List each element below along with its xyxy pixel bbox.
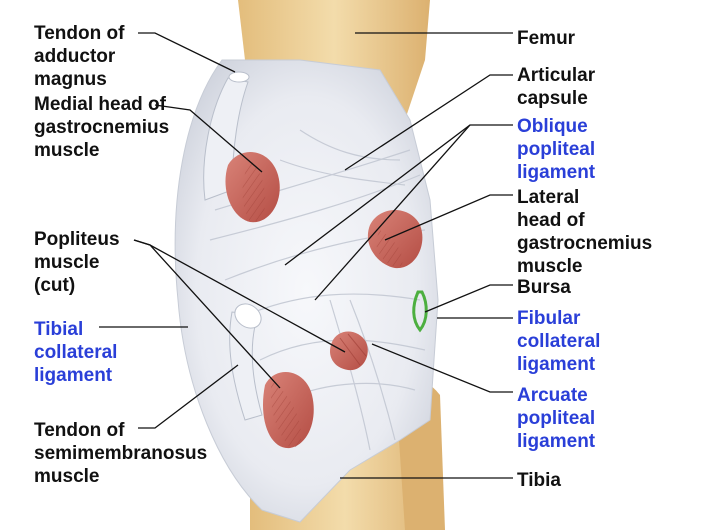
label-line: popliteal	[517, 408, 596, 429]
label-popliteus-muscle: Popliteus muscle (cut)	[34, 228, 120, 297]
bursa-shape	[412, 290, 428, 333]
semimembranosus-tendon-shape	[229, 311, 263, 421]
label-line: semimembranosus	[34, 443, 208, 464]
label-medial-head-gastrocnemius: Medial head of gastrocnemius muscle	[34, 93, 169, 162]
label-line: collateral	[517, 331, 601, 352]
adductor-tendon-shape	[203, 77, 249, 201]
label-line: Tibial	[34, 319, 84, 340]
label-line: popliteal	[517, 139, 596, 160]
label-line: magnus	[34, 69, 107, 90]
leader-lines	[99, 32, 513, 479]
label-line: ligament	[517, 431, 596, 452]
label-tibia: Tibia	[517, 469, 561, 492]
label-bursa: Bursa	[517, 276, 571, 299]
label-line: muscle	[34, 252, 100, 273]
label-line: adductor	[34, 46, 116, 67]
label-line: Tendon of	[34, 420, 125, 441]
label-line: Lateral	[517, 187, 580, 208]
label-tendon-semimembranosus: Tendon of semimembranosus muscle	[34, 419, 207, 488]
label-line: gastrocnemius	[517, 233, 653, 254]
label-arcuate-popliteal-ligament: Arcuate popliteal ligament	[517, 384, 595, 453]
label-line: Tibia	[517, 470, 561, 491]
label-line: ligament	[517, 354, 596, 375]
label-line: Arcuate	[517, 385, 588, 406]
popliteus-muscle	[329, 331, 368, 371]
label-line: collateral	[34, 342, 118, 363]
label-oblique-popliteal-ligament: Oblique popliteal ligament	[517, 115, 595, 184]
label-line: Oblique	[517, 116, 588, 137]
label-line: Femur	[517, 28, 576, 49]
label-femur: Femur	[517, 27, 575, 50]
label-line: ligament	[34, 365, 113, 386]
label-fibular-collateral-ligament: Fibular collateral ligament	[517, 307, 600, 376]
label-line: Medial head of	[34, 94, 166, 115]
label-line: Bursa	[517, 277, 571, 298]
label-line: muscle	[34, 140, 100, 161]
label-line: Tendon of	[34, 23, 125, 44]
label-line: Fibular	[517, 308, 581, 329]
label-line: ligament	[517, 162, 596, 183]
label-line: head of	[517, 210, 585, 231]
label-line: muscle	[517, 256, 583, 277]
label-line: Popliteus	[34, 229, 120, 250]
label-line: Articular	[517, 65, 596, 86]
label-tendon-adductor-magnus: Tendon of adductor magnus	[34, 22, 124, 91]
label-lateral-head-gastrocnemius: Lateral head of gastrocnemius muscle	[517, 186, 652, 278]
label-line: capsule	[517, 88, 588, 109]
label-line: gastrocnemius	[34, 117, 170, 138]
label-tibial-collateral-ligament: Tibial collateral ligament	[34, 318, 117, 387]
label-articular-capsule: Articular capsule	[517, 64, 595, 110]
label-line: (cut)	[34, 275, 76, 296]
label-line: muscle	[34, 466, 100, 487]
